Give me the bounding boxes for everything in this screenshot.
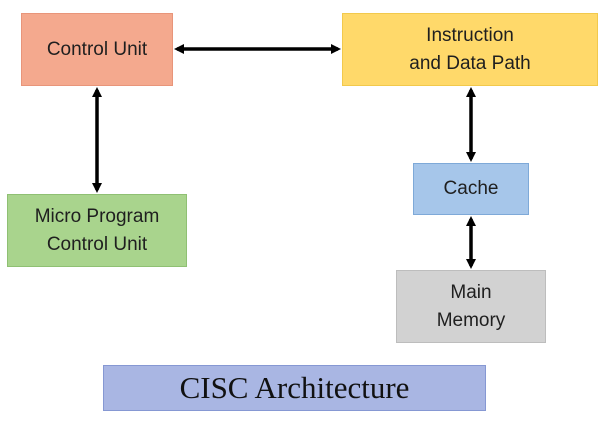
main-memory-label-line2: Memory (436, 309, 506, 331)
micro-program-label-line2: Control Unit (46, 233, 148, 255)
instruction-path-label-line1: Instruction (426, 24, 514, 46)
control-unit-label: Control Unit (46, 38, 148, 60)
instruction-path-label-line2: and Data Path (409, 52, 531, 74)
micro-program-label-line1: Micro Program (34, 205, 160, 227)
diagram-title: CISC Architecture (103, 365, 486, 411)
main-memory-label-line1: Main (450, 281, 492, 303)
diagram-title-text: CISC Architecture (179, 370, 410, 405)
cache-box: Cache (413, 163, 529, 215)
instruction-data-path-box: Instruction and Data Path (342, 13, 598, 86)
control-unit-box: Control Unit (21, 13, 173, 86)
cache-label: Cache (443, 178, 499, 199)
main-memory-box: Main Memory (396, 270, 546, 343)
micro-program-control-unit-box: Micro Program Control Unit (7, 194, 187, 267)
